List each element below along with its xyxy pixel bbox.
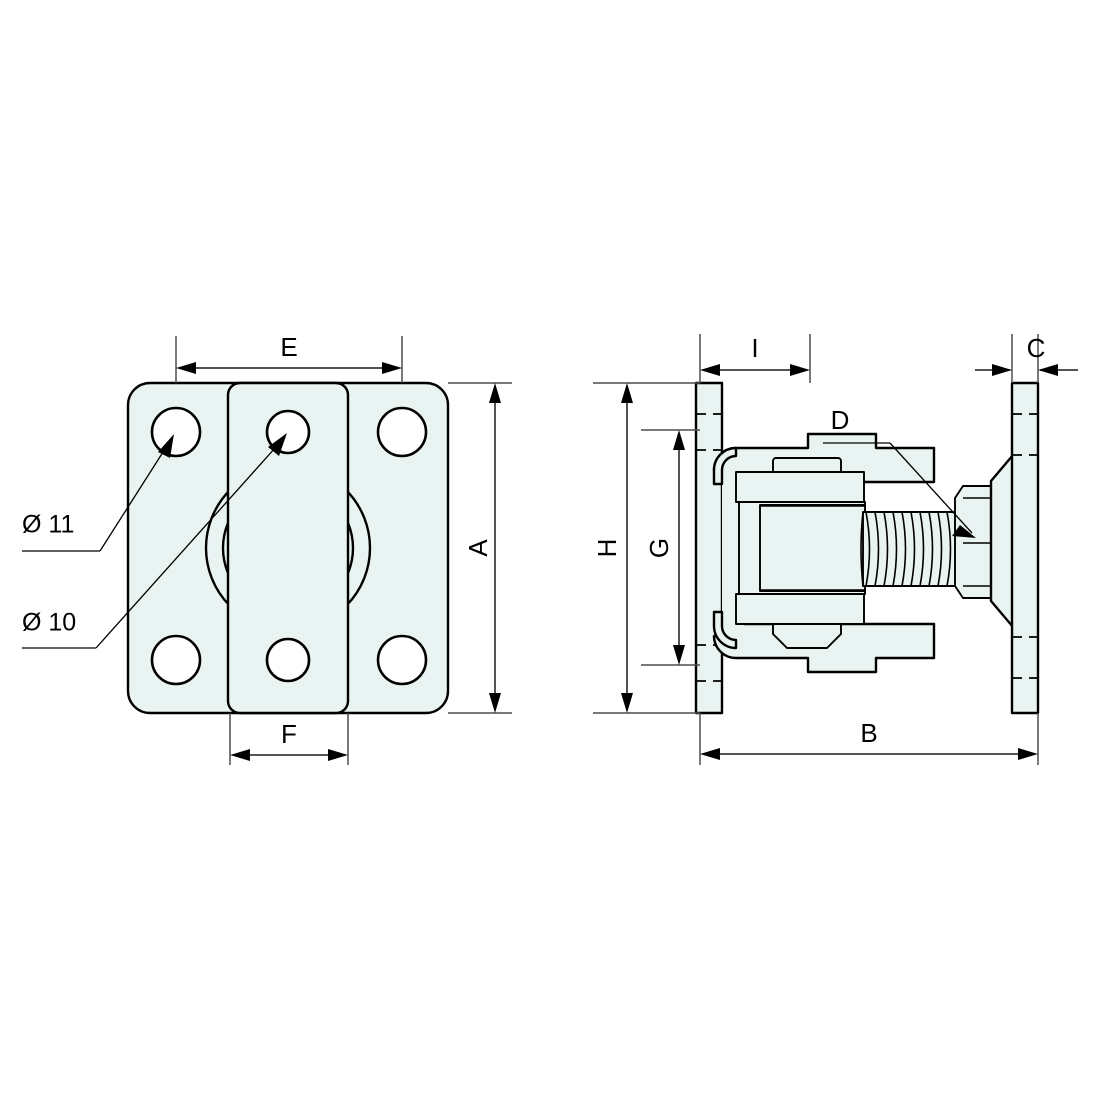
dimension-D-label: D [831, 405, 850, 435]
dimension-B: B [699, 713, 1039, 765]
diameter-10-callout: Ø 10 [22, 433, 287, 649]
hinge-bottom-nut [772, 623, 842, 649]
dimension-F-label: F [281, 719, 297, 749]
dimension-H-label: H [592, 539, 622, 558]
dimension-I: I [699, 333, 811, 383]
dimension-G-label: G [644, 538, 674, 558]
mounting-hole-bottom-left [150, 634, 202, 686]
dimension-E-label: E [280, 332, 297, 362]
hinge-yoke-upper-corner [712, 446, 738, 486]
band-hole-bottom [265, 637, 311, 683]
dimension-F: F [229, 713, 349, 765]
diameter-10-label: Ø 10 [22, 609, 76, 637]
threaded-stud [860, 511, 966, 587]
right-plate-boss [989, 453, 1015, 629]
dimension-I-label: I [751, 333, 758, 363]
dimension-H: H [592, 382, 700, 714]
dimension-C: C [975, 333, 1078, 383]
mounting-hole-top-right [376, 406, 428, 458]
side-right-plate [1010, 381, 1040, 715]
diameter-11-label: Ø 11 [22, 511, 74, 539]
band-corner-tr [335, 381, 350, 396]
dimension-E: E [175, 332, 403, 383]
hinge-top-plate [735, 471, 865, 503]
thread-callout: D [823, 405, 976, 538]
side-left-plate [694, 381, 724, 715]
hinge-bottom-plate [735, 593, 865, 625]
band-corner-tl [226, 381, 241, 396]
dimension-C-label: C [1027, 333, 1046, 363]
side-view-group: I C H G [592, 333, 1078, 765]
diameter-11-callout: Ø 11 [22, 434, 174, 552]
hinge-barrel-inner [759, 504, 866, 592]
dimension-A-label: A [463, 539, 493, 557]
dimension-A: A [448, 382, 512, 714]
dimension-B-label: B [860, 718, 877, 748]
dimension-G: G [641, 429, 700, 666]
mounting-hole-bottom-right [376, 634, 428, 686]
thread-left-root [860, 511, 864, 587]
hinge-yoke-lower-corner [712, 610, 738, 650]
mounting-hole-top-left [150, 406, 202, 458]
front-view-group: E F A Ø 11 [22, 332, 512, 765]
